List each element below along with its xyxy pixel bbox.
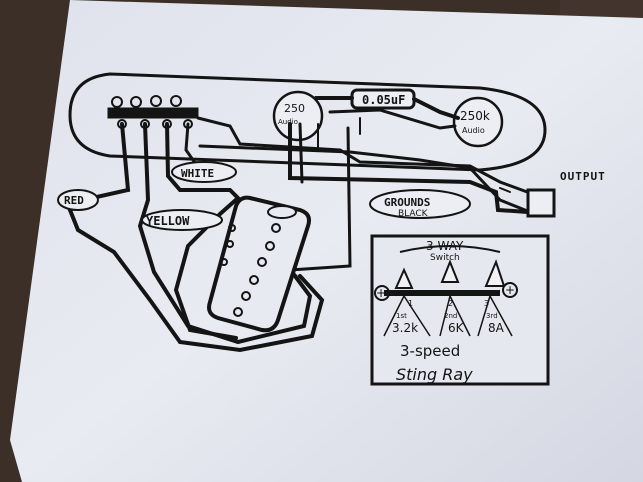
tone-pot-sub: Audio bbox=[462, 126, 485, 135]
switch-plus-right: + bbox=[505, 283, 515, 297]
switch-footer-line1: 3-speed bbox=[400, 342, 460, 360]
white-wire-label: WHITE bbox=[181, 167, 214, 180]
switch-detail-box bbox=[370, 234, 550, 386]
grounds-label: GROUNDS bbox=[384, 196, 430, 209]
position-3-value: 8A bbox=[488, 321, 505, 335]
position-1-number: 1 bbox=[408, 299, 413, 308]
position-2-value: 6K bbox=[448, 321, 465, 335]
volume-pot-value: 250 bbox=[284, 102, 305, 115]
grounds-sub-label: BLACK bbox=[398, 209, 429, 219]
capacitor-label: 0.05uF bbox=[362, 93, 405, 107]
pickup bbox=[207, 195, 311, 333]
position-1-ordinal: 1st bbox=[396, 312, 407, 320]
switch-subtitle: Switch bbox=[430, 253, 460, 263]
tone-pot-value: 250k bbox=[460, 109, 490, 123]
switch-footer-line2: Sting Ray bbox=[396, 365, 473, 384]
wire-label-bubbles bbox=[57, 161, 471, 231]
volume-pot bbox=[272, 90, 324, 142]
position-3-number: 3 bbox=[484, 299, 489, 308]
position-2-number: 2 bbox=[448, 299, 453, 308]
yellow-wire-label: YELLOW bbox=[146, 214, 190, 228]
tone-pot bbox=[452, 96, 504, 148]
output-jack bbox=[526, 188, 556, 218]
red-wire-label: RED bbox=[64, 194, 84, 207]
position-1-value: 3.2k bbox=[392, 321, 418, 335]
switch-plus-left: + bbox=[376, 286, 386, 300]
position-2-ordinal: 2nd bbox=[444, 312, 457, 320]
switch-mount bbox=[107, 95, 199, 129]
position-3-ordinal: 3rd bbox=[486, 312, 498, 320]
output-label: OUTPUT bbox=[560, 170, 606, 183]
volume-pot-sub: Audio bbox=[278, 118, 298, 126]
switch-title: 3-WAY bbox=[426, 239, 464, 253]
